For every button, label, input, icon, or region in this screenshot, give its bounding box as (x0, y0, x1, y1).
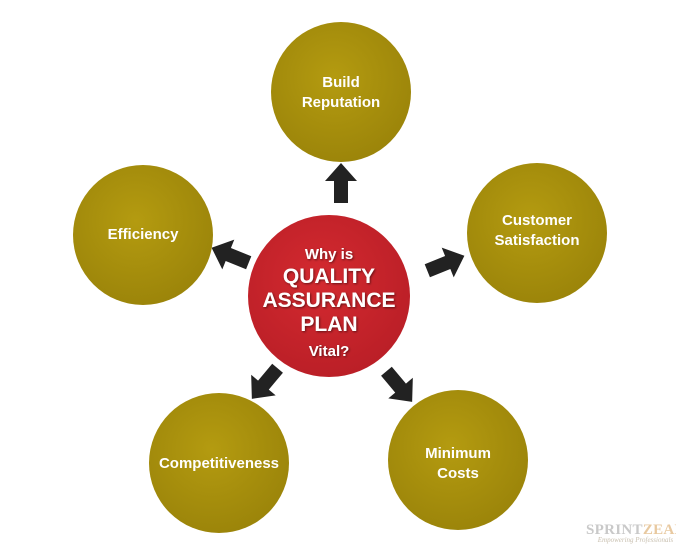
node-label: Reputation (302, 94, 380, 111)
arrow-left-icon (205, 232, 255, 278)
node-label: Minimum (425, 445, 491, 462)
sprintzeal-logo: SPRINTZEAL Empowering Professionals (586, 522, 676, 544)
arrow-right-icon (421, 240, 471, 286)
node-minimum-costs: Minimum Costs (388, 390, 528, 530)
node-efficiency: Efficiency (73, 165, 213, 305)
node-competitiveness: Competitiveness (149, 393, 289, 533)
node-build-reputation: Build Reputation (271, 22, 411, 162)
center-label: Vital? (309, 343, 350, 360)
node-label: Efficiency (108, 226, 180, 243)
center-label: QUALITY (283, 265, 375, 288)
logo-tagline: Empowering Professionals (597, 536, 674, 544)
node-label: Competitiveness (159, 455, 279, 472)
node-label: Build (322, 74, 360, 91)
center-label: ASSURANCE (262, 289, 395, 312)
node-customer-satisfaction: Customer Satisfaction (467, 163, 607, 303)
center-node: Why is QUALITY ASSURANCE PLAN Vital? (248, 215, 410, 377)
logo-name-accent: ZEAL (642, 522, 676, 538)
center-label: Why is (305, 246, 353, 263)
node-label: Satisfaction (494, 232, 579, 249)
node-label: Customer (502, 212, 572, 229)
logo-name: SPRINT (586, 522, 643, 538)
node-label: Costs (437, 465, 479, 482)
arrow-up-icon (325, 163, 357, 203)
center-label: PLAN (300, 313, 357, 336)
